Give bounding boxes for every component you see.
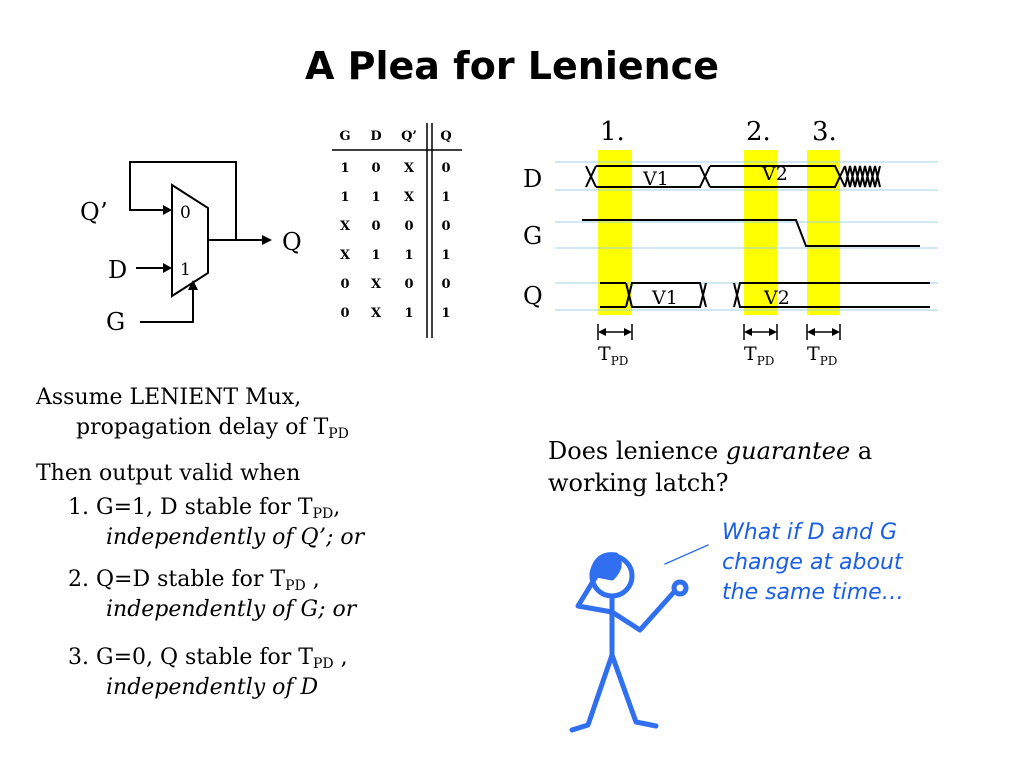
table-cell: X <box>404 190 415 205</box>
item-1-line-1: 1. G=1, D stable for TPD, <box>68 495 341 522</box>
table-cell: X <box>371 306 382 321</box>
speech-bubble-text: What if D and G change at about the same… <box>722 518 904 608</box>
d-value-v1: V1 <box>642 168 669 190</box>
assume-line-1: Assume LENIENT Mux, <box>36 385 302 410</box>
d-waveform <box>585 165 881 188</box>
table-header-2: Q’ <box>401 129 417 144</box>
item-1-line-2: independently of Q’; or <box>106 525 365 550</box>
table-cell: 0 <box>441 161 450 176</box>
table-header-1: D <box>370 129 381 144</box>
figure-right-leg <box>609 652 659 729</box>
table-cell: 0 <box>441 277 450 292</box>
speech-pointer <box>664 544 709 565</box>
d-label: D <box>108 256 127 284</box>
signal-label-q: Q <box>523 282 543 310</box>
table-cell: 0 <box>371 219 380 234</box>
arrow-sel <box>188 280 198 290</box>
item-3-line-1: 3. G=0, Q stable for TPD , <box>68 645 348 672</box>
question-line-1: Does lenience guarantee a <box>548 437 873 465</box>
figure-hand <box>671 579 689 597</box>
tpd-arrows <box>597 324 841 340</box>
mux-in0-label: 0 <box>180 203 191 223</box>
figure-left-leg <box>569 652 615 733</box>
item-2-line-2: independently of G; or <box>106 597 357 622</box>
item-3-line-2: independently of D <box>106 675 319 700</box>
figure-right-arm <box>609 589 677 633</box>
table-cell: 1 <box>441 306 450 321</box>
assume-line-2: propagation delay of TPD <box>76 415 349 442</box>
table-cell: 1 <box>441 190 450 205</box>
marker-3: 3. <box>812 117 837 147</box>
table-cell: X <box>371 277 382 292</box>
highlight-2 <box>744 150 777 315</box>
tpd-label-3: TPD <box>807 343 837 368</box>
g-label: G <box>106 308 125 336</box>
arrow-out <box>262 235 272 245</box>
arrow-in1 <box>163 263 172 273</box>
table-cell: X <box>340 248 351 263</box>
table-cell: 0 <box>441 219 450 234</box>
table-cell: 0 <box>371 161 380 176</box>
stick-figure-icon <box>569 544 709 733</box>
mux-schematic <box>129 161 272 323</box>
figure-left-arm <box>575 557 615 615</box>
table-cell: X <box>340 219 351 234</box>
table-cell: 1 <box>371 190 380 205</box>
marker-1: 1. <box>600 117 625 147</box>
slide-title: A Plea for Lenience <box>305 44 719 88</box>
table-cell: 1 <box>340 190 349 205</box>
highlight-3 <box>807 150 840 315</box>
table-cell: 1 <box>371 248 380 263</box>
q-value-v2: V2 <box>763 287 790 309</box>
g-wire <box>140 288 194 323</box>
item-2-line-1: 2. Q=D stable for TPD , <box>68 567 320 594</box>
speech-line-3: the same time… <box>722 580 904 605</box>
signal-label-d: D <box>523 165 542 193</box>
q-label: Q <box>282 228 302 256</box>
table-cell: 1 <box>404 306 413 321</box>
table-cell: 0 <box>404 277 413 292</box>
table-header-3: Q <box>440 129 451 144</box>
table-cell: 0 <box>340 277 349 292</box>
table-cell: 1 <box>441 248 450 263</box>
mux-body <box>171 183 209 298</box>
then-line: Then output valid when <box>36 461 301 486</box>
qprime-label: Q’ <box>80 198 108 226</box>
table-cell: 0 <box>340 306 349 321</box>
arrow-in0 <box>163 205 172 215</box>
d-value-v2: V2 <box>761 163 788 185</box>
marker-2: 2. <box>746 117 771 147</box>
timing-diagram: 1. 2. 3. D G Q V1 V2 V1 <box>523 117 938 368</box>
q-value-v1: V1 <box>651 287 678 309</box>
table-cell: X <box>404 161 415 176</box>
table-cell: 1 <box>404 248 413 263</box>
table-cell: 1 <box>340 161 349 176</box>
table-cell: 0 <box>404 219 413 234</box>
question-line-2: working latch? <box>548 469 729 497</box>
tpd-label-1: TPD <box>598 343 628 368</box>
tpd-label-2: TPD <box>744 343 774 368</box>
speech-line-2: change at about <box>722 550 903 575</box>
table-header-0: G <box>339 129 350 144</box>
mux-in1-label: 1 <box>180 260 191 280</box>
speech-line-1: What if D and G <box>722 520 898 545</box>
signal-label-g: G <box>523 222 542 250</box>
g-waveform <box>582 219 920 247</box>
q-waveform <box>600 282 930 308</box>
